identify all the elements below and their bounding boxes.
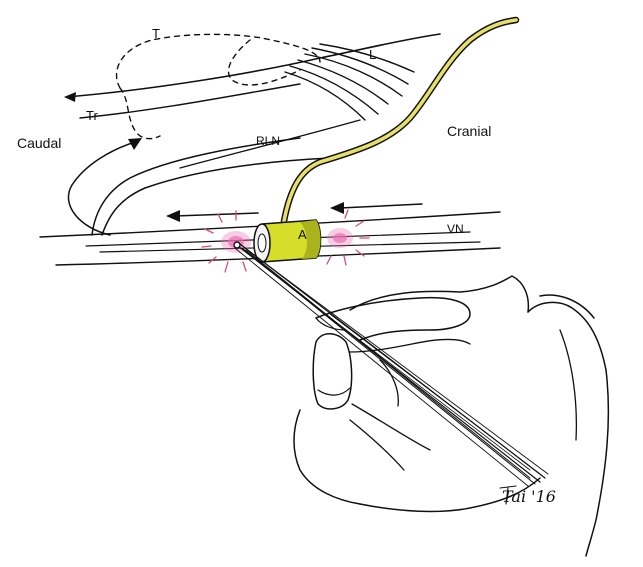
rln-middle-path xyxy=(91,137,301,236)
hand-drawing xyxy=(293,275,610,557)
cranial-arrow-line xyxy=(339,203,423,209)
label-electrode: A xyxy=(298,227,307,242)
thyroid-outline xyxy=(115,33,321,140)
signature-underline xyxy=(499,485,517,505)
lead-wire xyxy=(280,16,520,225)
label-trachea: Tr xyxy=(86,108,98,123)
label-rln: RLN xyxy=(256,134,280,148)
label-vagus-nerve: VN xyxy=(447,222,464,236)
larynx-lines xyxy=(284,43,415,121)
rln-arrowhead xyxy=(128,138,142,150)
cranial-arrowhead xyxy=(330,202,344,214)
cuff-electrode xyxy=(253,219,322,263)
trachea-arrowhead xyxy=(64,92,76,102)
trachea-upper-line xyxy=(65,33,441,98)
caudal-arrowhead xyxy=(166,210,180,222)
label-caudal: Caudal xyxy=(17,135,61,151)
label-thyroid: T xyxy=(152,26,160,41)
rln-cranial-branch xyxy=(179,119,361,169)
trachea-lower-line xyxy=(79,83,301,119)
lead-wire-core xyxy=(282,18,518,223)
rln-inner-path xyxy=(101,157,331,236)
stimulation-glow-right xyxy=(326,209,370,266)
label-cranial: Cranial xyxy=(447,123,491,139)
rln-outer-path xyxy=(67,141,136,236)
stimulation-probe xyxy=(233,241,549,487)
label-larynx: L xyxy=(369,47,376,62)
caudal-arrow-line xyxy=(174,212,259,217)
artist-signature: Tai '16 xyxy=(502,487,556,506)
